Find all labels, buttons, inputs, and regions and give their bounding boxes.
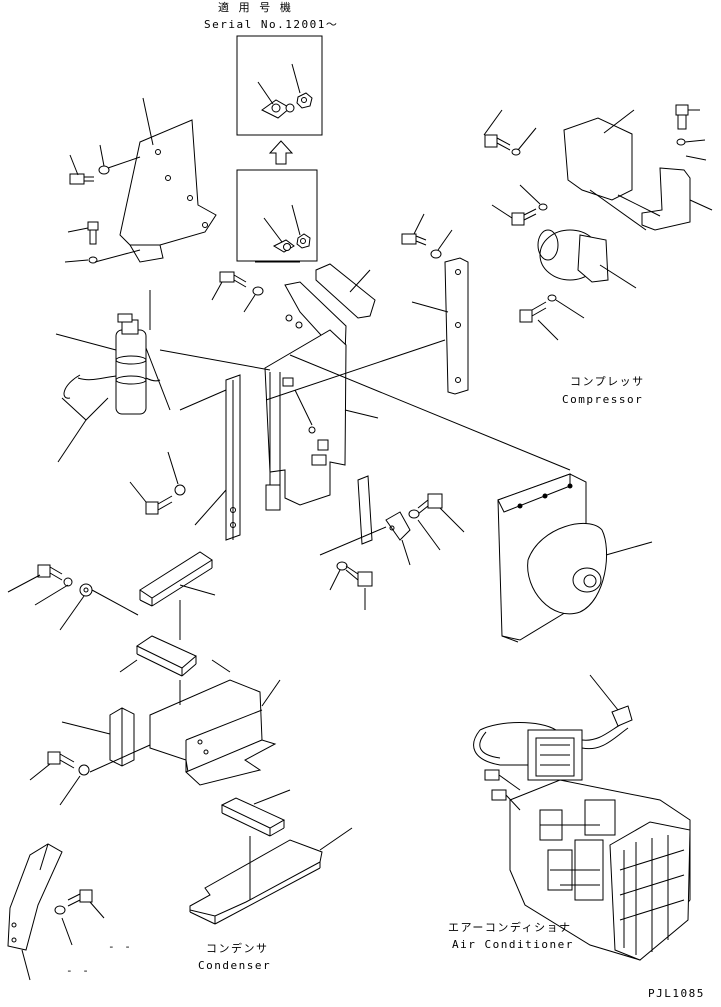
central-bracket-assembly — [264, 263, 379, 511]
vertical-strap-right — [401, 213, 469, 395]
air-conditioner-unit — [473, 674, 691, 961]
serial-label-jp: 適 用 号 機 — [218, 1, 293, 14]
serial-variant-box-top — [236, 35, 323, 136]
leader-lines — [149, 290, 571, 471]
compressor-label-en: Compressor — [562, 393, 644, 406]
bolt-washer-center — [211, 271, 264, 313]
compressor — [483, 104, 713, 341]
receiver-dryer — [55, 290, 171, 463]
dash-mark-lower: - - — [66, 964, 91, 977]
serial-variant-box-bottom — [236, 169, 318, 263]
dash-mark-upper: - - — [108, 940, 133, 953]
compressor-label-jp: コンプレッサ — [570, 375, 645, 388]
air-conditioner-label-jp: エアーコンディショナ — [448, 921, 572, 934]
vertical-bar-left — [194, 374, 241, 541]
condenser-lower-brackets — [61, 551, 281, 786]
bolts-lower-left — [7, 564, 151, 806]
condenser-base-plate — [189, 789, 353, 925]
mounting-bracket-left — [64, 97, 217, 264]
serial-label-en: Serial No.12001～ — [204, 18, 339, 31]
air-conditioner-label-en: Air Conditioner — [452, 938, 574, 951]
drawing-code: PJL1085 — [648, 987, 705, 1000]
arrow-up-icon — [268, 140, 294, 165]
condenser — [497, 473, 653, 643]
condenser-label-en: Condenser — [198, 959, 272, 972]
small-bracket-center-right — [319, 475, 465, 610]
bottom-left-bracket — [7, 843, 105, 981]
condenser-label-jp: コンデンサ — [206, 942, 269, 955]
bolt-washer-left-middle — [129, 451, 186, 515]
